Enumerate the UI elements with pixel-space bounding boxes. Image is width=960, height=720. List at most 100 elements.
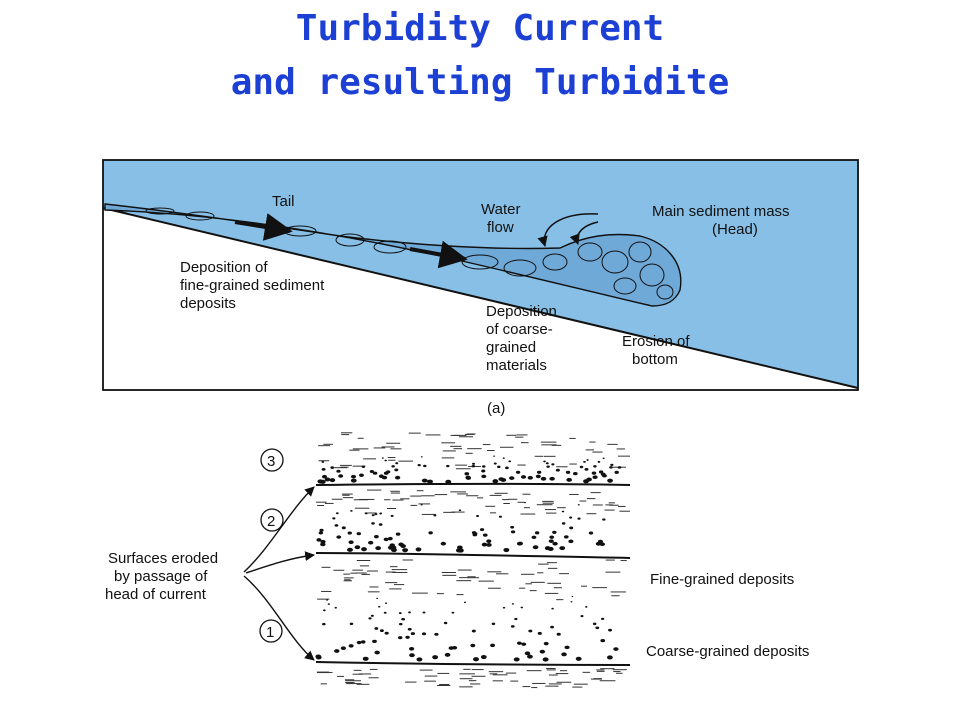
sediment-grain [503, 547, 510, 553]
caption-a: (a) [487, 400, 505, 417]
sediment-grain [397, 636, 403, 640]
sediment-grain [417, 464, 421, 467]
sediment-grain [332, 517, 336, 520]
turbidity-current-diagram: Tail Water flow Main sediment mass (Head… [102, 159, 859, 391]
title-line-1: Turbidity Current [295, 8, 665, 49]
layer-1-number: 1 [266, 624, 274, 641]
sediment-grain [390, 514, 394, 517]
sediment-grain [592, 475, 598, 480]
sediment-grain [335, 512, 339, 515]
sediment-grain [552, 530, 557, 534]
sediment-grain [464, 472, 470, 476]
sediment-grain [508, 460, 512, 463]
sediment-grain [421, 632, 427, 636]
sediment-grain [584, 468, 589, 471]
sediment-grain [610, 463, 614, 467]
sediment-grain [361, 547, 367, 552]
sediment-grain [470, 643, 476, 648]
sediment-grain [384, 631, 389, 635]
sediment-grain [347, 531, 352, 535]
sediment-grain [566, 477, 572, 482]
sediment-grain [511, 603, 514, 605]
sediment-grain [402, 548, 409, 553]
layer-2-circle [260, 508, 284, 532]
sediment-grain [573, 471, 578, 476]
sediment-grain [336, 535, 342, 539]
diagram-frame [102, 159, 859, 391]
sediment-grain [540, 476, 547, 481]
sediment-grain [586, 477, 592, 482]
sediment-grain [473, 657, 479, 662]
sediment-grain [601, 617, 605, 620]
sediment-grain [409, 653, 415, 658]
label-water: Water [481, 201, 520, 218]
sediment-grain [517, 541, 523, 546]
sediment-grain [556, 632, 561, 636]
sediment-grain [602, 518, 606, 521]
sediment-grain [542, 657, 549, 662]
sediment-grain [543, 641, 549, 646]
sediment-grain [379, 629, 384, 633]
label-head: (Head) [712, 221, 758, 238]
sediment-grain [334, 524, 339, 527]
sediment-grain [548, 539, 554, 543]
sediment-grain [319, 479, 326, 484]
layer-2-number: 2 [267, 513, 275, 530]
sediment-grain [321, 461, 325, 463]
sediment-grain [327, 603, 330, 605]
sediment-grain [550, 625, 554, 629]
flow-arrow-1 [234, 213, 293, 241]
sediment-grain [350, 478, 357, 483]
sediment-grain [561, 522, 566, 525]
sediment-grain [422, 611, 426, 614]
sediment-grain [521, 642, 527, 646]
sediment-grain [531, 535, 537, 540]
sediment-grain [348, 644, 354, 648]
sediment-grain [334, 606, 337, 609]
sediment-grain [448, 646, 454, 650]
sediment-grain [551, 463, 555, 466]
sediment-grain [394, 475, 401, 480]
label-materials: materials [486, 357, 547, 374]
sediment-grain [451, 611, 455, 614]
sediment-grain [370, 614, 374, 617]
sediment-grain [350, 474, 357, 479]
sediment-grain [613, 647, 619, 651]
sediment-grain [410, 632, 415, 636]
sediment-grain [384, 459, 387, 462]
sediment-grain [356, 532, 362, 536]
sediment-grain [481, 474, 487, 479]
sediment-grain [440, 541, 447, 546]
sediment-grain [379, 512, 383, 515]
erosion-surface-top [315, 482, 631, 486]
sediment-grain [387, 536, 393, 541]
sediment-grain [595, 541, 602, 546]
sediment-grain [555, 468, 560, 472]
sediment-grain [401, 617, 405, 621]
sediment-grain [498, 515, 502, 518]
sediment-grain [428, 531, 433, 535]
sediment-grain [617, 466, 622, 469]
sediment-grain [476, 514, 480, 518]
pointer-arrow-bottom [243, 575, 315, 661]
sediment-grain [407, 627, 412, 631]
sediment-grain [535, 474, 541, 479]
label-fine-grained-deposits: Fine-grained deposits [650, 571, 794, 588]
sediment-grain [318, 531, 324, 535]
sediment-grain [321, 467, 326, 471]
sediment-grain [381, 475, 388, 480]
sediment-grain [571, 595, 574, 598]
sediment-grain [434, 632, 439, 636]
sediment-grain [513, 657, 520, 662]
sediment-grain [341, 526, 346, 530]
layer-1-circle [259, 619, 283, 643]
sediment-grain [364, 512, 368, 515]
sediment-grain [607, 478, 613, 483]
sediment-grain [334, 649, 340, 653]
layer-3-number: 3 [267, 453, 275, 470]
sediment-grain [368, 540, 374, 545]
sediment-grain [384, 602, 388, 604]
sediment-grain [536, 470, 542, 474]
sediment-grain [348, 540, 354, 545]
water-flow-arrow-1 [537, 213, 599, 248]
